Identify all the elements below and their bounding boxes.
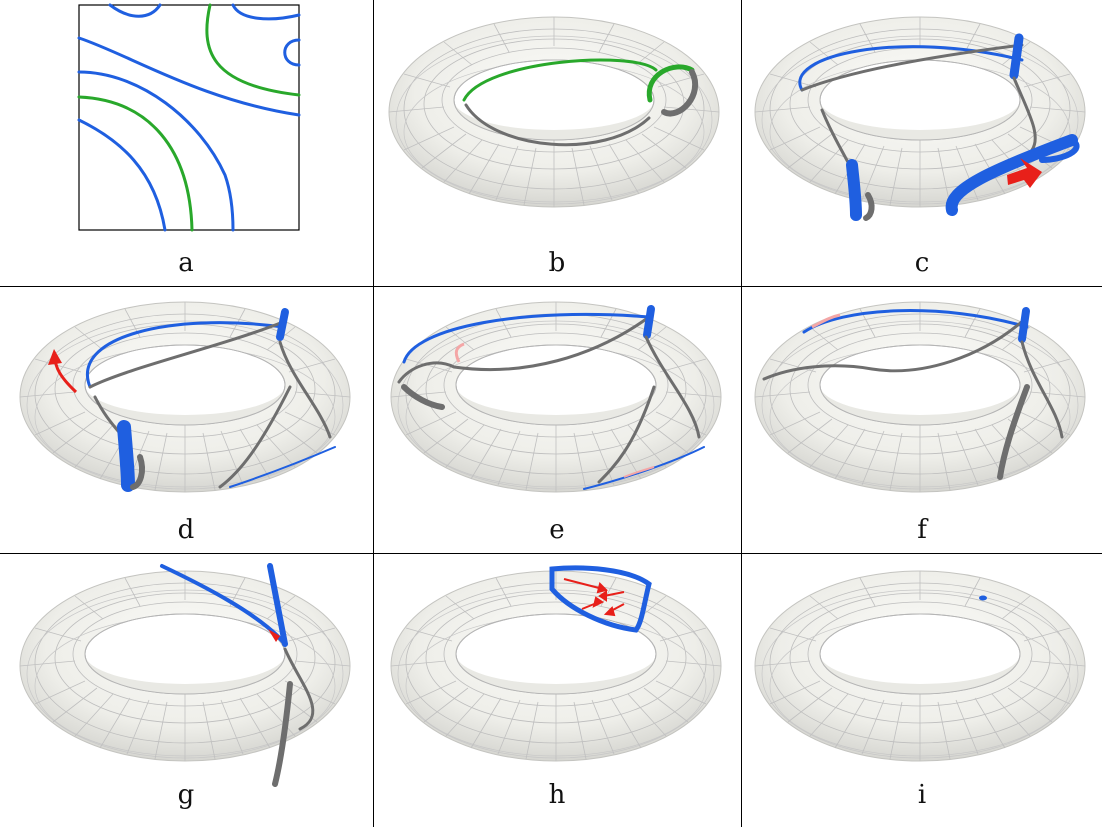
gray-curve [88,320,285,389]
blue-curve [1018,307,1030,343]
gray-curve [661,69,699,117]
red-arrow [563,578,600,589]
panel-e: e [374,287,741,553]
red-arrow [603,591,625,597]
panel-c-diagram [754,16,1086,221]
green-curve [646,64,695,103]
grid-vline-1 [373,0,374,827]
blue-point [979,595,987,601]
gray-curve [464,103,651,147]
panel-label: g [177,780,195,810]
blue-curve [77,118,167,232]
blue-curve [402,312,651,364]
pink-arrow [454,342,465,363]
torus [19,301,351,493]
panel-g: g [0,554,373,827]
gray-curve [397,315,651,384]
panel-label: f [917,515,927,545]
gray-curve [762,317,1027,381]
gray-curve [283,647,315,731]
gray-curve [997,384,1030,480]
panel-label: e [549,515,565,545]
panel-h-diagram [390,565,722,762]
panel-b: b [374,0,741,286]
panel-f: f [742,287,1102,553]
green-curve [462,58,658,102]
gray-curve [800,43,1024,92]
blue-curve [108,3,162,18]
panel-a-diagram [77,3,301,232]
panel-label: h [548,780,566,810]
pink-arrow [623,466,655,478]
panel-b-diagram [388,16,720,208]
panel-d: d [0,287,373,553]
red-arrow-head [598,590,607,602]
blue-curve [549,565,652,633]
panel-a: a [0,0,373,286]
gray-curve [863,192,875,221]
torus [754,570,1086,762]
green-curve [77,95,194,232]
blue-curve [231,3,301,21]
blue-curve [117,420,135,492]
blue-curve [1039,137,1080,163]
torus [19,570,351,762]
gray-curve [278,340,332,439]
panel-label: i [917,780,927,810]
grid-vline-2 [741,0,742,827]
blue-curve [643,305,655,339]
red-arrow [1007,158,1042,188]
torus [390,301,722,493]
panel-label: c [914,248,930,278]
panel-d-diagram [19,301,351,493]
gray-curve [1020,340,1064,439]
red-arrow [268,629,280,642]
panel-c: c [742,0,1102,286]
panel-i: i [742,554,1102,827]
blue-curve [77,36,301,117]
panel-g-diagram [19,563,351,787]
gray-curve [218,385,292,489]
gray-curve [272,681,293,787]
panel-label: b [548,248,566,278]
grid-hline-1 [0,286,1102,287]
gray-curve [644,335,701,439]
gray-curve [401,384,445,410]
red-arrow-head [603,606,616,617]
panel-i-diagram [754,570,1086,762]
red-arrow-head [596,582,608,594]
blue-curve [283,38,301,67]
gray-curve [597,385,656,484]
blue-curve [1009,33,1024,80]
panel-e-diagram [390,301,722,493]
blue-curve [229,446,336,488]
blue-curve [77,70,235,232]
blue-curve [267,563,288,647]
blue-curve [276,308,289,341]
panel-label: a [178,248,194,278]
red-arrow-head [48,349,62,365]
panel-label: d [177,515,195,545]
gray-curve [130,454,145,490]
panel-h: h [374,554,741,827]
blue-curve [846,159,862,221]
pink-arrow [811,313,841,329]
torus [390,570,722,762]
panel-f-diagram [754,301,1086,493]
blue-curve [945,134,1078,216]
gray-curve [1012,76,1037,152]
red-arrow-head [592,596,604,608]
grid-hline-2 [0,553,1102,554]
blue-curve [86,321,285,389]
green-curve [205,3,301,97]
